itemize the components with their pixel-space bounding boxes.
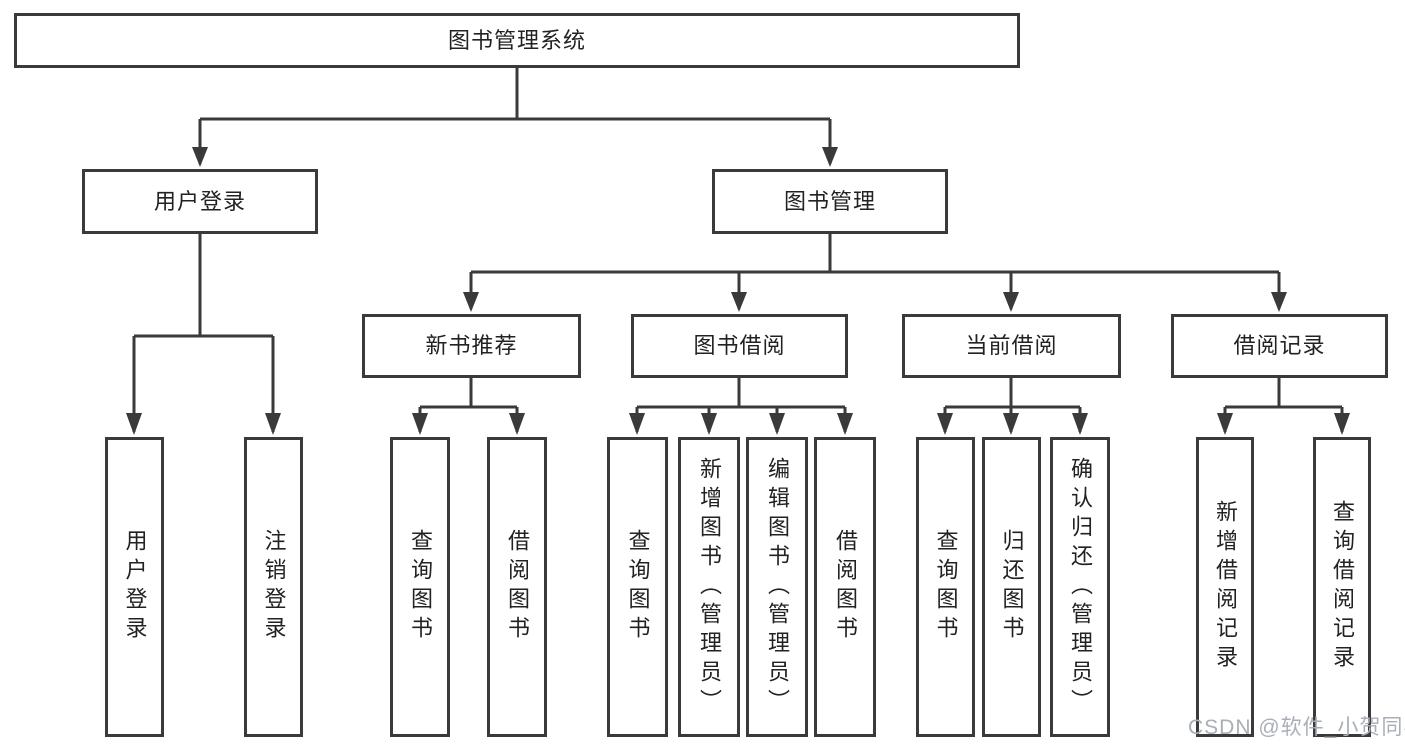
leaf-nb-borrow: 借阅图书 (487, 437, 547, 737)
connector-new-book-rec-to-leaves (412, 378, 525, 435)
node-book-borrow: 图书借阅 (631, 314, 848, 378)
leaf-cb-return: 归还图书 (982, 437, 1041, 737)
watermark: CSDN @软件_小贺同学 (1188, 716, 1405, 739)
connector-book-borrow-to-leaves (629, 378, 853, 435)
connector-root-to-level1 (192, 68, 838, 167)
leaf-nb-query: 查询图书 (390, 437, 450, 737)
connector-current-borrow-to-leaves (937, 378, 1088, 435)
node-current-borrow: 当前借阅 (902, 314, 1121, 378)
node-root: 图书管理系统 (14, 13, 1020, 68)
node-borrow-record: 借阅记录 (1171, 314, 1388, 378)
leaf-bb-borrow: 借阅图书 (814, 437, 876, 737)
connector-user-login-to-leaves (126, 234, 281, 435)
node-book-mgmt: 图书管理 (712, 169, 948, 234)
leaf-user-login: 用户登录 (105, 437, 164, 737)
leaf-br-add: 新增借阅记录 (1196, 437, 1254, 737)
connector-borrow-record-to-leaves (1217, 378, 1350, 435)
leaf-cb-confirm: 确认归还（管理员） (1050, 437, 1110, 737)
leaf-bb-edit: 编辑图书（管理员） (746, 437, 808, 737)
leaf-br-query: 查询借阅记录 (1313, 437, 1371, 737)
connector-book-mgmt-to-level2 (463, 234, 1287, 312)
node-user-login: 用户登录 (82, 169, 318, 234)
leaf-cb-query: 查询图书 (916, 437, 975, 737)
leaf-bb-query: 查询图书 (607, 437, 668, 737)
leaf-bb-add: 新增图书（管理员） (678, 437, 740, 737)
leaf-logout: 注销登录 (244, 437, 303, 737)
node-new-book-rec: 新书推荐 (362, 314, 581, 378)
